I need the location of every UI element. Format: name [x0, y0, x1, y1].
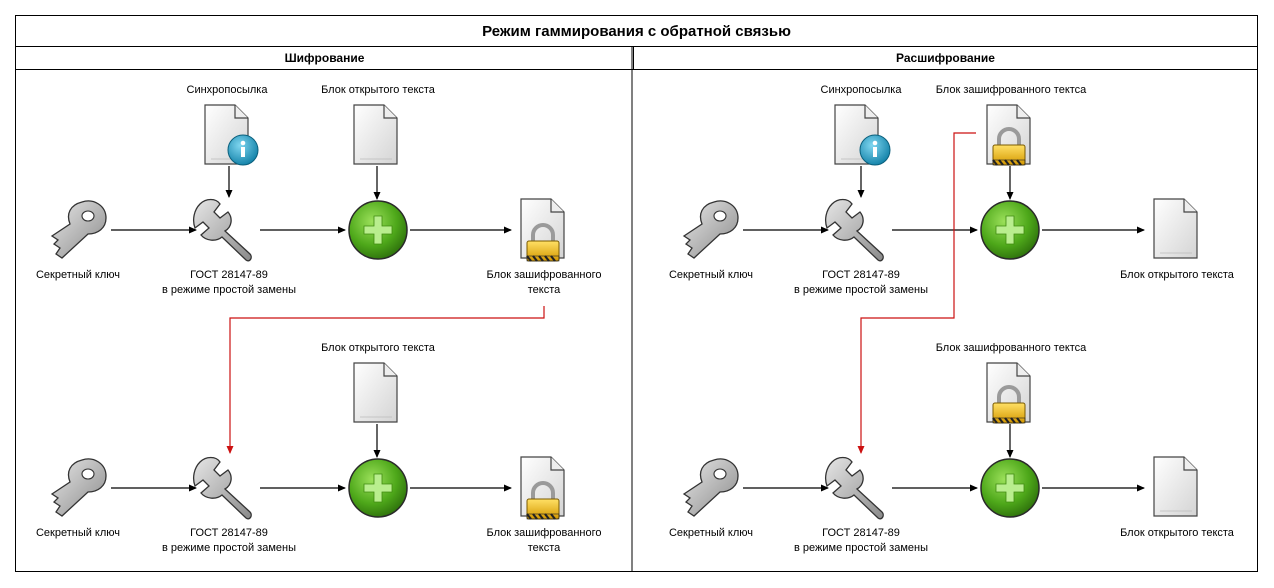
- label-cipher-block: Блок зашифрованного тектса: [935, 84, 1087, 96]
- label-cipher-result-line1: Блок зашифрованного: [486, 527, 602, 539]
- label-key: Секретный ключ: [35, 527, 121, 539]
- diagram-frame: Режим гаммирования с обратной связью Шиф…: [15, 15, 1258, 572]
- wrench-icon: [824, 456, 884, 520]
- label-cipher-block: Блок зашифрованного тектса: [935, 342, 1087, 354]
- feedback-arrow-left: [226, 306, 545, 454]
- label-gost-line2: в режиме простой замены: [794, 542, 928, 554]
- plus-circle-icon: [348, 458, 408, 518]
- label-gost: ГОСТ 28147-89 в режиме простой замены: [794, 268, 928, 298]
- diagram-title: Режим гаммирования с обратной связью: [16, 16, 1257, 47]
- label-gost-line2: в режиме простой замены: [162, 542, 296, 554]
- wrench-icon: [824, 198, 884, 262]
- label-cipher-result-line1: Блок зашифрованного: [486, 269, 602, 281]
- label-sync: Синхропосылка: [820, 84, 902, 96]
- label-key: Секретный ключ: [35, 269, 121, 281]
- key-icon: [683, 200, 739, 259]
- label-plain-result: Блок открытого текста: [1120, 527, 1234, 539]
- label-gost: ГОСТ 28147-89 в режиме простой замены: [162, 268, 296, 298]
- label-plain-block: Блок открытого текста: [321, 342, 435, 354]
- label-cipher-result: Блок зашифрованного текста: [486, 268, 601, 298]
- label-gost-line1: ГОСТ 28147-89: [822, 269, 900, 281]
- label-gost-line2: в режиме простой замены: [162, 284, 296, 296]
- plus-circle-icon: [980, 200, 1040, 260]
- label-key: Секретный ключ: [668, 269, 754, 281]
- plus-circle-icon: [980, 458, 1040, 518]
- column-header-encryption: Шифрование: [16, 47, 633, 70]
- wrench-icon: [192, 456, 252, 520]
- info-icon: [859, 134, 891, 166]
- label-cipher-result-line2: текста: [527, 284, 561, 296]
- label-cipher-result-line2: текста: [527, 542, 561, 554]
- label-cipher-result: Блок зашифрованного текста: [486, 526, 601, 556]
- label-sync: Синхропосылка: [186, 84, 268, 96]
- plus-circle-icon: [348, 200, 408, 260]
- label-plain-result: Блок открытого текста: [1120, 269, 1234, 281]
- wrench-icon: [192, 198, 252, 262]
- label-gost: ГОСТ 28147-89 в режиме простой замены: [794, 526, 928, 556]
- label-plain-block: Блок открытого текста: [321, 84, 435, 96]
- label-gost: ГОСТ 28147-89 в режиме простой замены: [162, 526, 296, 556]
- column-header-decryption: Расшифрование: [633, 47, 1257, 70]
- label-key: Секретный ключ: [668, 527, 754, 539]
- document-icon: [1153, 456, 1198, 517]
- key-icon: [683, 458, 739, 517]
- label-gost-line1: ГОСТ 28147-89: [822, 527, 900, 539]
- label-gost-line2: в режиме простой замены: [794, 284, 928, 296]
- document-icon: [1153, 198, 1198, 259]
- label-gost-line1: ГОСТ 28147-89: [190, 269, 268, 281]
- document-icon: [353, 104, 398, 165]
- info-icon: [227, 134, 259, 166]
- document-icon: [353, 362, 398, 423]
- key-icon: [51, 200, 107, 259]
- label-gost-line1: ГОСТ 28147-89: [190, 527, 268, 539]
- key-icon: [51, 458, 107, 517]
- feedback-arrow-right: [857, 132, 976, 454]
